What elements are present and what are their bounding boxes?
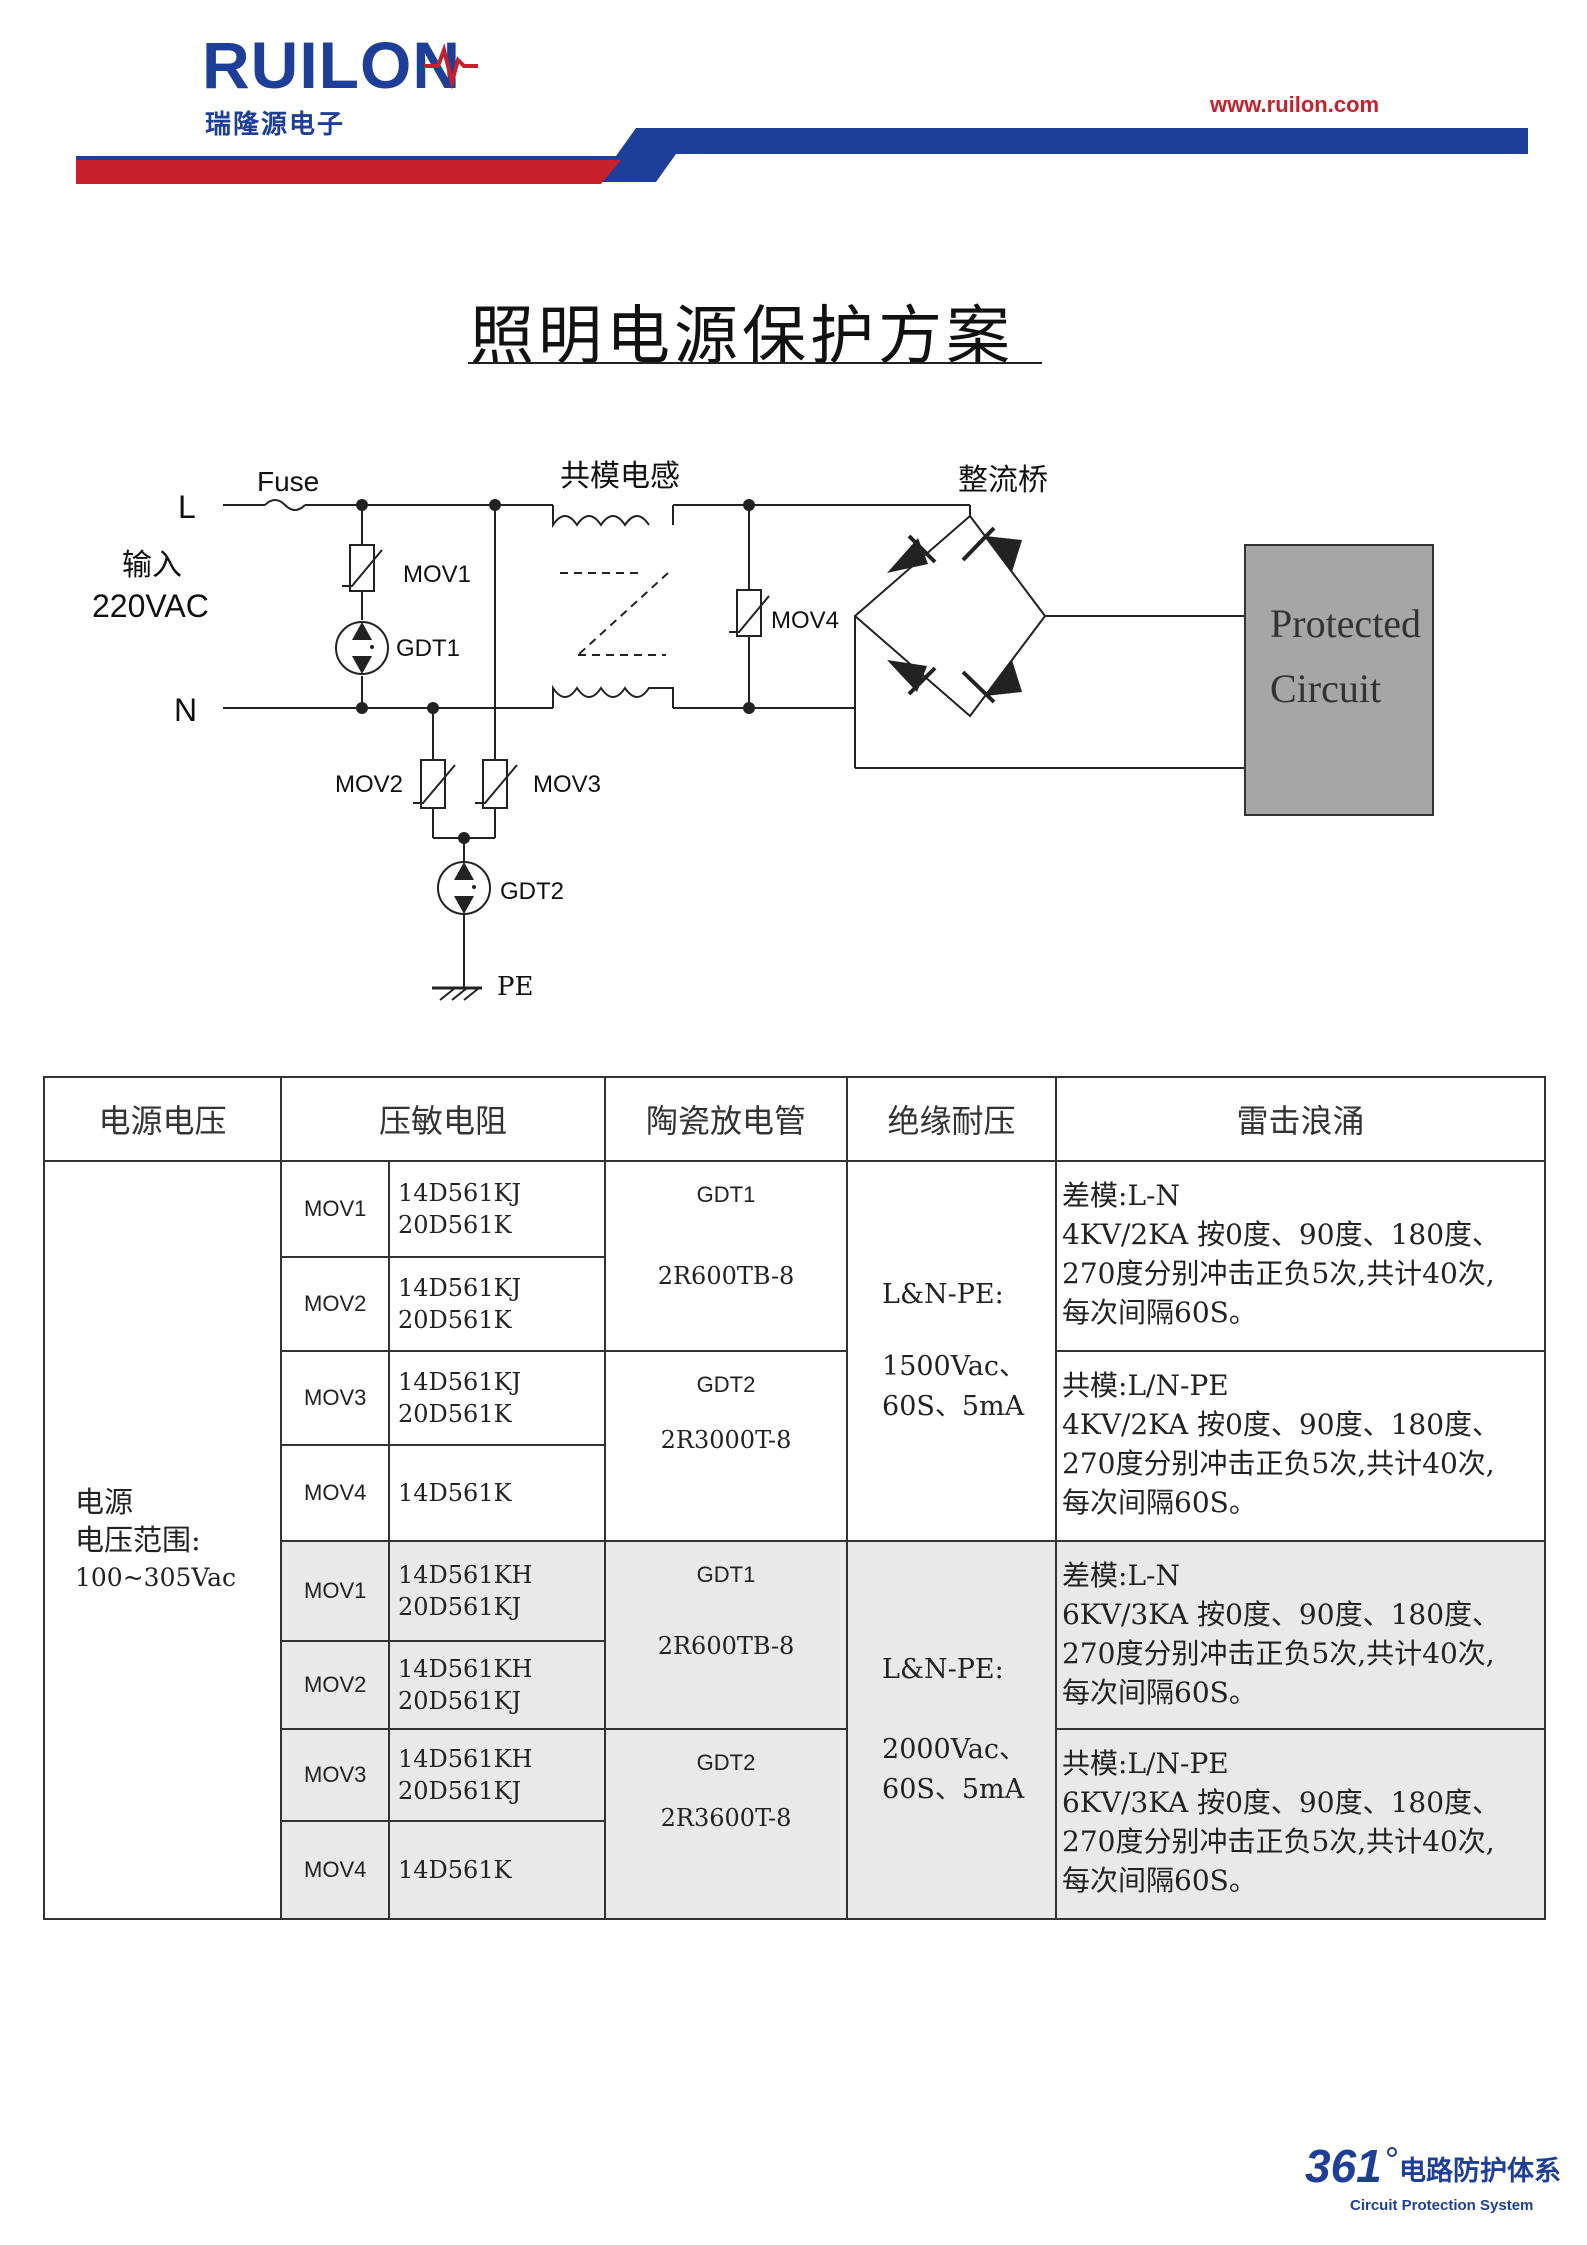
fuse-label: Fuse [257,466,319,497]
mov-id: MOV2 [280,1640,390,1730]
protected-circuit-box [1244,544,1434,816]
gdt-id: GDT1 [696,1562,756,1587]
degree-icon [1387,2147,1397,2157]
insulation-cell: L&N-PE: 2000Vac、 60S、5mA [846,1540,1058,1920]
header-surge: 雷击浪涌 [1055,1076,1547,1162]
voltage-line2: 电压范围: [75,1523,201,1557]
mov2-label: MOV2 [335,771,403,798]
document-title: 照明电源保护方案 [470,300,1014,374]
header-gdt: 陶瓷放电管 [604,1076,849,1162]
surge-cell: 共模:L/N-PE 4KV/2KA 按0度、90度、180度、 270度分别冲击… [1055,1350,1547,1542]
heartbeat-icon [424,43,478,90]
mov-id: MOV4 [280,1444,390,1542]
mov-value: 14D561K [387,1820,607,1920]
line-n-label: N [174,692,197,728]
pe-label: PE [497,972,533,1002]
mov-value: 14D561K [387,1444,607,1542]
mov-id: MOV3 [280,1728,390,1822]
brand-chinese-name: 瑞隆源电子 [205,109,346,139]
choke-top-winding [552,505,650,529]
mov-id: MOV1 [280,1160,390,1258]
voltage-range-cell: 电源 电压范围: 100~305Vac [43,1160,282,1920]
table-header-row: 电源电压 压敏电阻 陶瓷放电管 绝缘耐压 雷击浪涌 [43,1076,1547,1162]
mov1-label: MOV1 [403,561,471,588]
table-row: MOV4 14D561K [44,1444,1545,1542]
gdt-model: 2R3600T-8 [660,1804,792,1832]
gdt-cell: GDT1 2R600TB-8 [604,1160,849,1352]
brand-wordmark: RUILON [202,30,461,100]
title-underline [468,362,1042,364]
bridge-label: 整流桥 [958,463,1048,498]
gdt1-label: GDT1 [396,635,460,662]
input-voltage-label: 220VAC [92,588,209,624]
gdt-cell: GDT1 2R600TB-8 [604,1540,849,1730]
mov-id: MOV4 [280,1820,390,1920]
header-varistor: 压敏电阻 [279,1076,607,1162]
gdt-id: GDT1 [696,1182,756,1207]
gdt-model: 2R600TB-8 [657,1632,795,1660]
company-url: www.ruilon.com [1210,92,1380,117]
gdt-cell: GDT2 2R3000T-8 [604,1350,849,1542]
choke-bottom-winding [552,684,674,708]
surge-cell: 差模:L-N 6KV/3KA 按0度、90度、180度、 270度分别冲击正负5… [1055,1540,1547,1730]
mov4-label: MOV4 [771,607,839,634]
gdt-id: GDT2 [696,1372,756,1397]
ruilon-logo: RUILON [202,30,478,100]
mov3-label: MOV3 [533,771,601,798]
fuse-symbol [264,499,306,511]
spec-table: 电源电压 压敏电阻 陶瓷放电管 绝缘耐压 雷击浪涌 电源 电压范围: 100~3… [43,1076,1547,1920]
voltage-line3: 100~305Vac [75,1563,237,1592]
gdt-id: GDT2 [696,1750,756,1775]
bridge-rectifier [853,515,1047,718]
footer-number: 361 [1305,2140,1382,2192]
mov-id: MOV3 [280,1350,390,1446]
footer-en: Circuit Protection System [1350,2197,1533,2214]
protection-circuit-diagram: Fuse L N 输入 220VAC MOV1 GDT1 MOV4 MOV2 M… [92,459,1434,1002]
input-label: 输入 [122,548,182,583]
line-l-label: L [178,489,196,525]
gdt-model: 2R600TB-8 [657,1262,795,1290]
protected-label-line1: Protected [1270,601,1421,646]
header-voltage: 电源电压 [43,1076,282,1162]
footer-cn: 电路防护体系 [1399,2155,1561,2187]
gdt-model: 2R3000T-8 [660,1426,792,1454]
surge-cell: 差模:L-N 4KV/2KA 按0度、90度、180度、 270度分别冲击正负5… [1055,1160,1547,1352]
gdt-cell: GDT2 2R3600T-8 [604,1728,849,1920]
protected-label-line2: Circuit [1270,666,1381,711]
header-color-band [76,128,1528,184]
mov-id: MOV2 [280,1256,390,1352]
mov-id: MOV1 [280,1540,390,1642]
gdt2-label: GDT2 [500,878,564,905]
voltage-line1: 电源 [75,1485,134,1519]
choke-label: 共模电感 [560,459,680,494]
footer-logo: 361 电路防护体系 Circuit Protection System [1305,2140,1561,2214]
insulation-cell: L&N-PE: 1500Vac、 60S、5mA [846,1160,1058,1542]
header-insulation: 绝缘耐压 [846,1076,1058,1162]
surge-cell: 共模:L/N-PE 6KV/3KA 按0度、90度、180度、 270度分别冲击… [1055,1728,1547,1920]
